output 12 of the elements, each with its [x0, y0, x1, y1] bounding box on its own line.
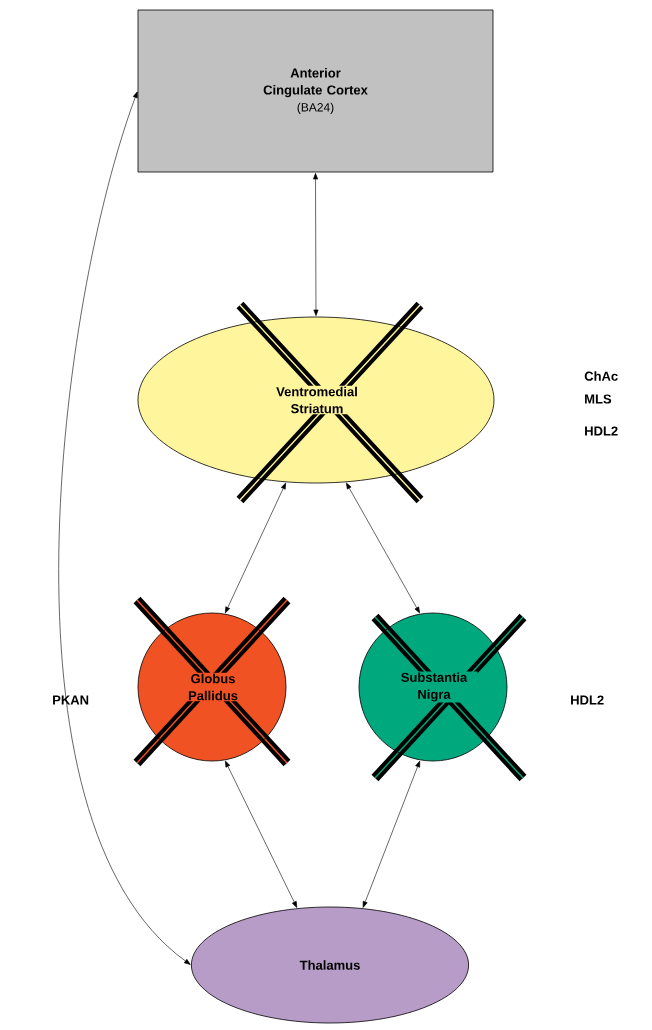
arrow: [313, 173, 319, 317]
arrow: [58, 91, 191, 965]
arrow: [225, 760, 298, 908]
arrow: [346, 482, 420, 614]
annotation-label: PKAN: [53, 695, 89, 705]
arrow: [362, 760, 421, 908]
annotation-label: MLS: [585, 394, 612, 404]
arrow: [225, 482, 286, 614]
region-box: Anterior Cingulate Cortex (BA24): [137, 9, 494, 173]
annotation-label: HDL2: [585, 426, 618, 436]
annotation-label: ChAc: [584, 371, 618, 381]
annotation-label: HDL2: [571, 695, 604, 705]
